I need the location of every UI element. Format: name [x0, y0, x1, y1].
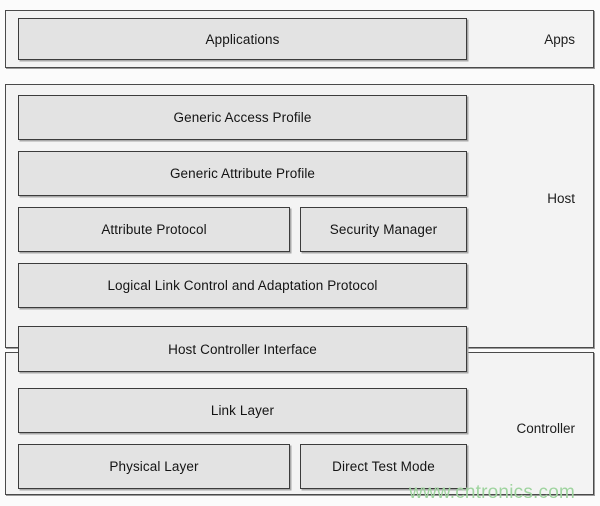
layer-security-manager: Security Manager	[300, 207, 467, 252]
layer-generic-attribute-profile-label: Generic Attribute Profile	[169, 166, 316, 181]
layer-applications-label: Applications	[205, 31, 280, 47]
layer-generic-access-profile: Generic Access Profile	[18, 95, 467, 140]
layer-host-controller-interface: Host Controller Interface	[18, 326, 467, 372]
layer-applications: Applications	[18, 18, 467, 60]
section-label-controller: Controller	[516, 421, 575, 436]
layer-generic-access-profile-label: Generic Access Profile	[173, 110, 312, 125]
layer-host-controller-interface-label: Host Controller Interface	[168, 341, 317, 357]
layer-security-manager-label: Security Manager	[329, 222, 438, 237]
watermark-cntronics: www.cntronics.com	[409, 482, 575, 503]
layer-attribute-protocol-label: Attribute Protocol	[101, 222, 207, 237]
layer-direct-test-mode: Direct Test Mode	[300, 444, 467, 489]
section-label-host: Host	[547, 191, 575, 206]
layer-attribute-protocol: Attribute Protocol	[18, 207, 290, 252]
layer-l2cap-label: Logical Link Control and Adaptation Prot…	[107, 278, 378, 293]
layer-direct-test-mode-label: Direct Test Mode	[332, 459, 435, 474]
layer-physical-layer-label: Physical Layer	[109, 459, 199, 474]
layer-generic-attribute-profile: Generic Attribute Profile	[18, 151, 467, 196]
layer-physical-layer: Physical Layer	[18, 444, 290, 489]
layer-l2cap: Logical Link Control and Adaptation Prot…	[18, 263, 467, 308]
layer-link-layer-label: Link Layer	[210, 403, 275, 418]
section-label-apps: Apps	[544, 32, 575, 47]
layer-link-layer: Link Layer	[18, 388, 467, 433]
